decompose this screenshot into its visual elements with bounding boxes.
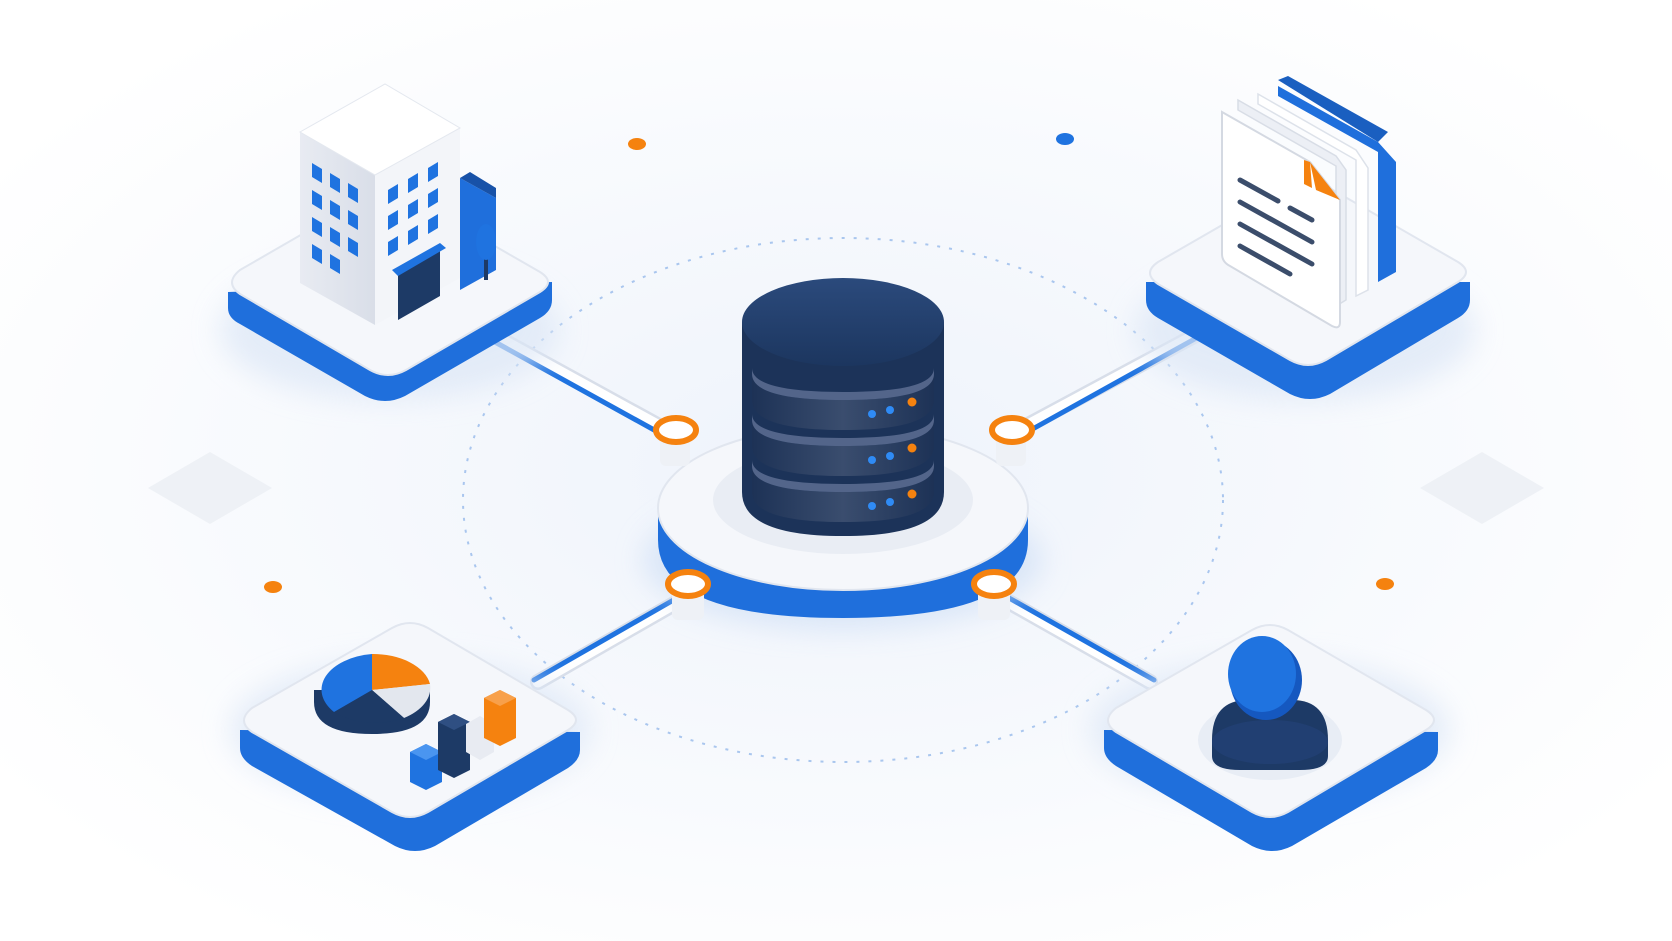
server-tier-2 bbox=[752, 420, 934, 476]
bar-orange bbox=[484, 690, 516, 746]
decor-tile-left bbox=[148, 452, 272, 524]
document-stack-icon bbox=[1221, 76, 1396, 329]
connector-user bbox=[990, 588, 1158, 690]
user-head bbox=[1228, 636, 1296, 712]
pie-slice-blue bbox=[321, 654, 372, 712]
decor-dot-orange bbox=[264, 581, 282, 593]
pie-bar-chart-icon bbox=[314, 653, 516, 790]
pie-slice-navy bbox=[334, 690, 404, 723]
decor-tile-right bbox=[1420, 452, 1544, 524]
pie-slice-light bbox=[372, 684, 431, 718]
pie-slice-orange bbox=[372, 653, 430, 690]
port-ring-top-left bbox=[653, 415, 699, 466]
decor-dot-orange bbox=[628, 138, 646, 150]
decor-dot-orange bbox=[1376, 578, 1394, 590]
orbit-ring bbox=[462, 237, 1224, 763]
port-ring-bottom-left bbox=[665, 569, 711, 620]
tree-icon bbox=[476, 224, 496, 260]
connector-analytics bbox=[530, 588, 696, 690]
node-building[interactable] bbox=[220, 83, 560, 401]
bar-navy bbox=[438, 714, 470, 778]
office-building-icon bbox=[298, 83, 496, 325]
server-tier-1 bbox=[752, 374, 934, 430]
decor-dot-blue bbox=[1056, 133, 1074, 145]
user-profile-icon bbox=[1198, 636, 1342, 780]
server-tier-3 bbox=[752, 466, 934, 522]
node-analytics[interactable] bbox=[230, 622, 590, 851]
node-documents[interactable] bbox=[1135, 76, 1475, 400]
status-lights bbox=[868, 397, 917, 510]
document-corner-accent bbox=[1310, 162, 1340, 200]
central-hub[interactable] bbox=[643, 278, 1043, 630]
database-server-icon bbox=[742, 278, 944, 536]
port-ring-bottom-right bbox=[971, 569, 1017, 620]
node-user[interactable] bbox=[1090, 624, 1450, 851]
port-ring-top-right bbox=[989, 415, 1035, 466]
database-top bbox=[742, 278, 944, 366]
